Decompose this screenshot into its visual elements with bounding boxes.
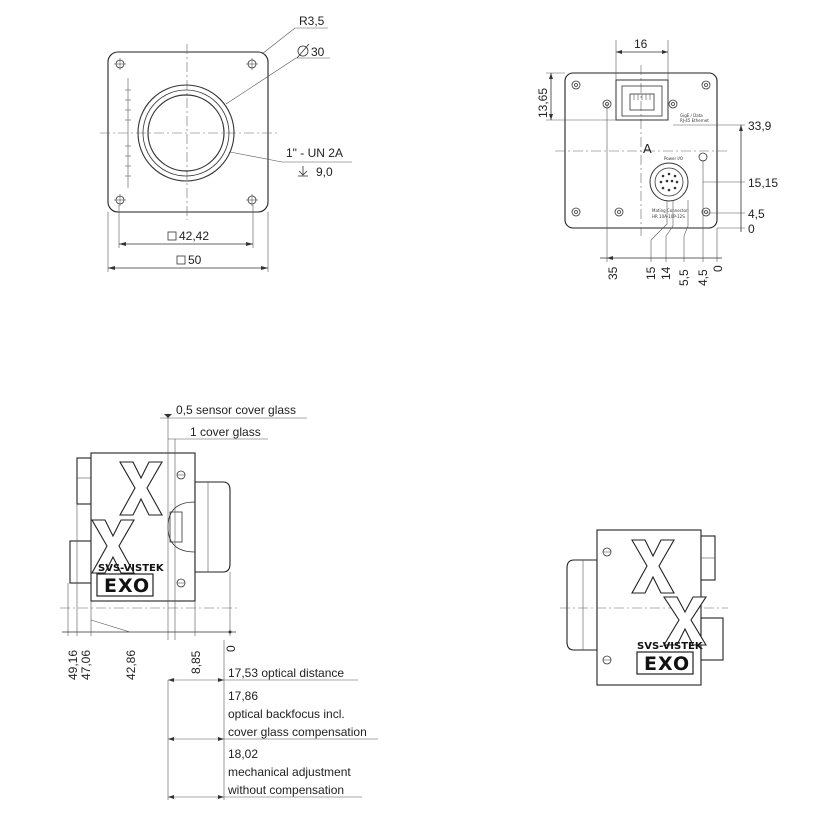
side-dim-3: 8,85 (189, 650, 203, 674)
ethernet-port (615, 79, 669, 121)
ethernet-text-1: GigE / Data (680, 113, 703, 118)
backfocus-line2: cover glass compensation (228, 725, 367, 739)
corner-radius-label: R3,5 (299, 14, 325, 28)
power-connector (649, 162, 689, 202)
mechanical-value: 18,02 (228, 747, 258, 761)
sensor-cover-label: 0,5 sensor cover glass (176, 403, 296, 417)
connector-text-1: Mating Connector: (652, 208, 689, 213)
thread-depth-label: 9,0 (316, 165, 333, 179)
lens-mount-inner (147, 94, 225, 172)
bottom-dim-5: 0 (711, 265, 725, 272)
right-dim-2: 4,5 (748, 207, 765, 221)
backfocus-value: 17,86 (228, 689, 258, 703)
brand-logo: EXO (104, 575, 150, 597)
bottom-dim-0: 35 (606, 266, 620, 280)
front-body (107, 51, 269, 213)
x-logo (119, 461, 163, 516)
right-dim-0: 33,9 (748, 119, 772, 133)
lens-mount-outer (137, 84, 235, 182)
bottom-dim-2: 14 (659, 266, 673, 280)
lens-mount-ring (142, 89, 230, 177)
top-height-label: 13,65 (536, 88, 550, 118)
marker-label: A (643, 141, 652, 156)
mechanical-line2: without compensation (227, 783, 344, 797)
power-text: Power I/O (664, 156, 683, 161)
diameter-icon (296, 43, 310, 59)
backfocus-line1: optical backfocus incl. (228, 707, 345, 721)
top-width-label: 16 (634, 37, 648, 51)
thread-label: 1" - UN 2A (286, 146, 343, 160)
brand-name: SVS-VISTEK (98, 563, 165, 574)
mounting-holes (114, 58, 258, 206)
mechanical-line1: mechanical adjustment (228, 765, 351, 779)
side-dim-0: 49,16 (66, 650, 80, 680)
right-dim-1: 15,15 (748, 176, 778, 190)
bottom-dim-1: 15 (644, 266, 658, 280)
side-dim-2: 42,86 (124, 650, 138, 680)
ethernet-text-2: RJ-45 Ethernet (680, 118, 709, 123)
second-brand-logo: EXO (644, 653, 690, 675)
right-dim-3: 0 (748, 222, 755, 236)
scale-marks-left (125, 78, 131, 188)
second-brand-name: SVS-VISTEK (637, 641, 704, 652)
inner-square-label: 42,42 (179, 229, 209, 243)
side-view: SVS-VISTEK EXO 0,5 sensor cover glass 1 … (60, 403, 378, 800)
outer-square-label: 50 (188, 253, 202, 267)
front-view: R3,5 30 1" - UN 2A 9,0 42,42 50 (100, 14, 352, 272)
side-dim-4: 0 (224, 645, 238, 652)
bottom-dim-3: 5,5 (677, 269, 691, 286)
second-side-view: SVS-VISTEK EXO (560, 529, 728, 686)
bottom-dim-4: 4,5 (696, 269, 710, 286)
cover-glass-label: 1 cover glass (190, 425, 261, 439)
depth-icon (298, 166, 308, 177)
optical-distance-label: 17,53 optical distance (228, 666, 344, 680)
connector-text-2: HR 10A-10P-12S (652, 214, 685, 219)
mounting-screws (571, 80, 711, 217)
diameter-label: 30 (311, 45, 325, 59)
back-view: GigE / Data RJ-45 Ethernet Power I/O Mat… (536, 37, 778, 286)
side-dim-1: 47,06 (79, 650, 93, 680)
